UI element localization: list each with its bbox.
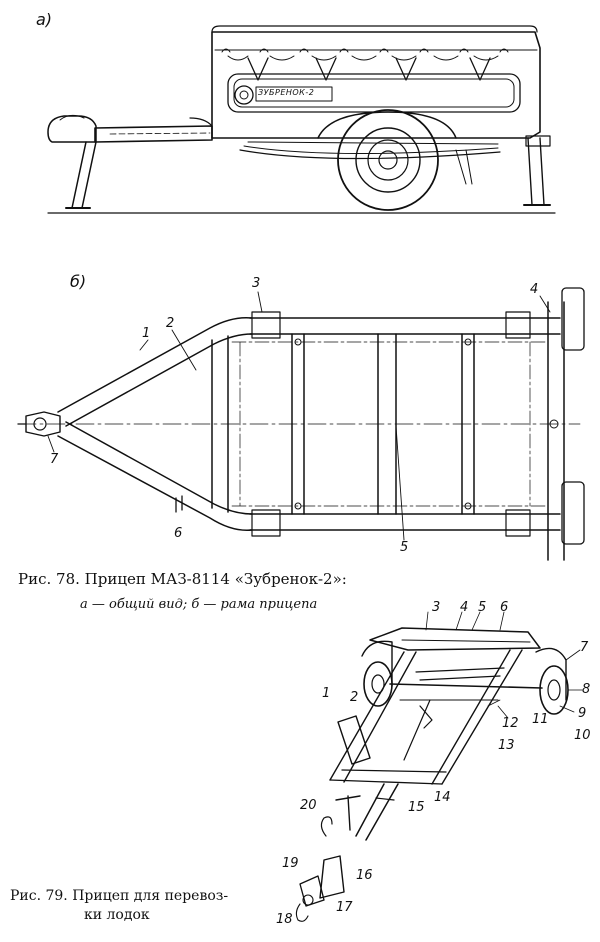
callout-79-8: 8 (582, 682, 591, 697)
callout-79-14: 14 (434, 790, 451, 805)
callout-78-2: 2 (166, 316, 175, 331)
boat-trailer-perspective (295, 611, 583, 922)
callout-78-1: 1 (142, 326, 151, 341)
callout-79-19: 19 (282, 856, 299, 871)
callout-78-6: 6 (174, 526, 183, 541)
trailer-side-view (47, 25, 556, 214)
callout-79-12: 12 (502, 716, 519, 731)
figure-79-caption-line2: ки лодок (84, 907, 150, 923)
figure-78-caption: Рис. 78. Прицеп МАЗ-8114 «Зубренок-2»: (18, 570, 347, 588)
callout-79-13: 13 (498, 738, 515, 753)
callout-79-2: 2 (350, 690, 359, 705)
callout-79-9: 9 (578, 706, 587, 721)
callout-79-6: 6 (500, 600, 509, 615)
callout-79-7: 7 (580, 640, 589, 655)
callout-78-5: 5 (400, 540, 409, 555)
callout-79-4: 4 (460, 600, 469, 615)
callout-79-11: 11 (532, 712, 549, 727)
view-b-label: б) (70, 272, 87, 291)
callout-79-17: 17 (336, 900, 353, 915)
callout-79-1: 1 (322, 686, 331, 701)
callout-78-7: 7 (50, 452, 59, 467)
figure-79-caption-line1: Рис. 79. Прицеп для перевоз- (10, 888, 229, 904)
plate-text: ЗУБРЕНОК-2 (258, 88, 315, 97)
callout-78-3: 3 (252, 276, 261, 291)
callout-79-18: 18 (276, 912, 293, 927)
callout-78-4: 4 (530, 282, 539, 297)
view-a-label: а) (36, 10, 53, 29)
callout-79-15: 15 (408, 800, 425, 815)
callout-79-5: 5 (478, 600, 487, 615)
callout-79-3: 3 (432, 600, 441, 615)
figure-78-subcaption: а — общий вид; б — рама прицепа (80, 597, 318, 612)
callout-79-20: 20 (300, 798, 317, 813)
callout-79-16: 16 (356, 868, 373, 883)
trailer-frame-plan (17, 287, 585, 561)
callout-79-10: 10 (574, 728, 591, 743)
